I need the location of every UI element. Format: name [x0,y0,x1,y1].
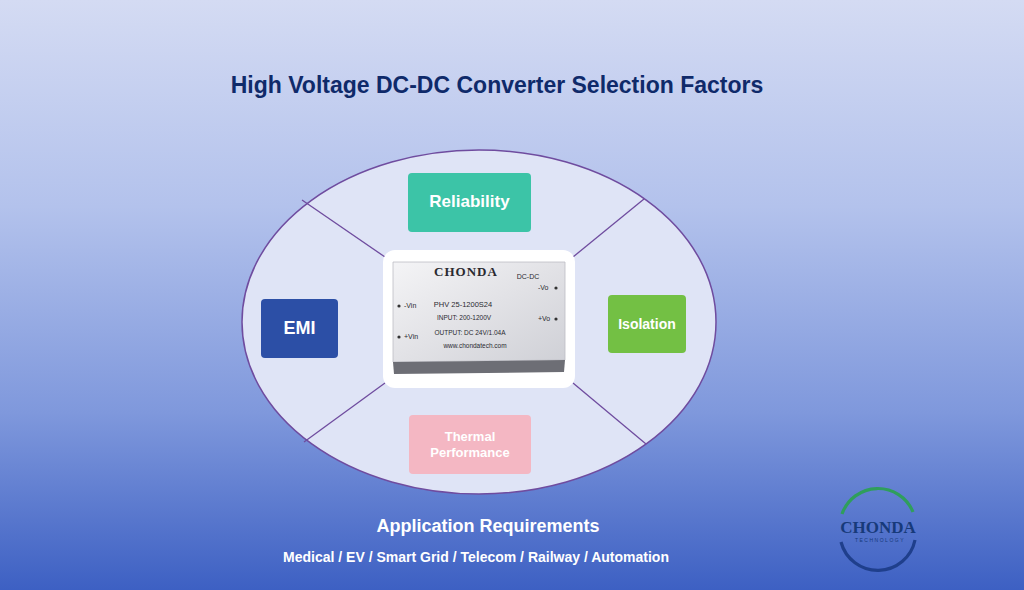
factor-box: EMI [261,299,338,358]
pin-label: +Vo [538,315,550,323]
module-print: OUTPUT: DC 24V/1.04A [434,329,505,336]
factor-text: Reliability [429,192,509,212]
module-print: INPUT: 200-1200V [437,314,491,321]
product-frame [383,250,575,388]
logo-text: CHONDA [840,518,916,538]
logo-ring [841,489,915,571]
factor-text: Thermal Performance [415,429,525,460]
factor-box: Thermal Performance [409,415,531,474]
pin-label: +Vin [404,333,418,341]
module-print: www.chondatech.com [443,342,506,349]
diagram-title: High Voltage DC-DC Converter Selection F… [0,72,994,99]
converter-module [393,262,565,374]
application-list: Medical / EV / Smart Grid / Telecom / Ra… [283,549,669,565]
logo-subtext: TECHNOLOGY [855,538,905,544]
brand-print: CHONDA [434,265,498,280]
factor-box: Reliability [408,173,531,232]
module-print: DC-DC [517,273,540,281]
model-print: PHV 25-1200S24 [434,301,492,310]
divider-lines [302,199,646,444]
selection-ellipse [242,150,716,494]
pin-label: -Vo [538,284,549,292]
factor-text: EMI [283,318,315,340]
factor-box: Isolation [608,295,686,353]
section-heading: Application Requirements [376,516,599,537]
factor-text: Isolation [618,316,676,333]
pin-label: -Vin [404,302,416,310]
